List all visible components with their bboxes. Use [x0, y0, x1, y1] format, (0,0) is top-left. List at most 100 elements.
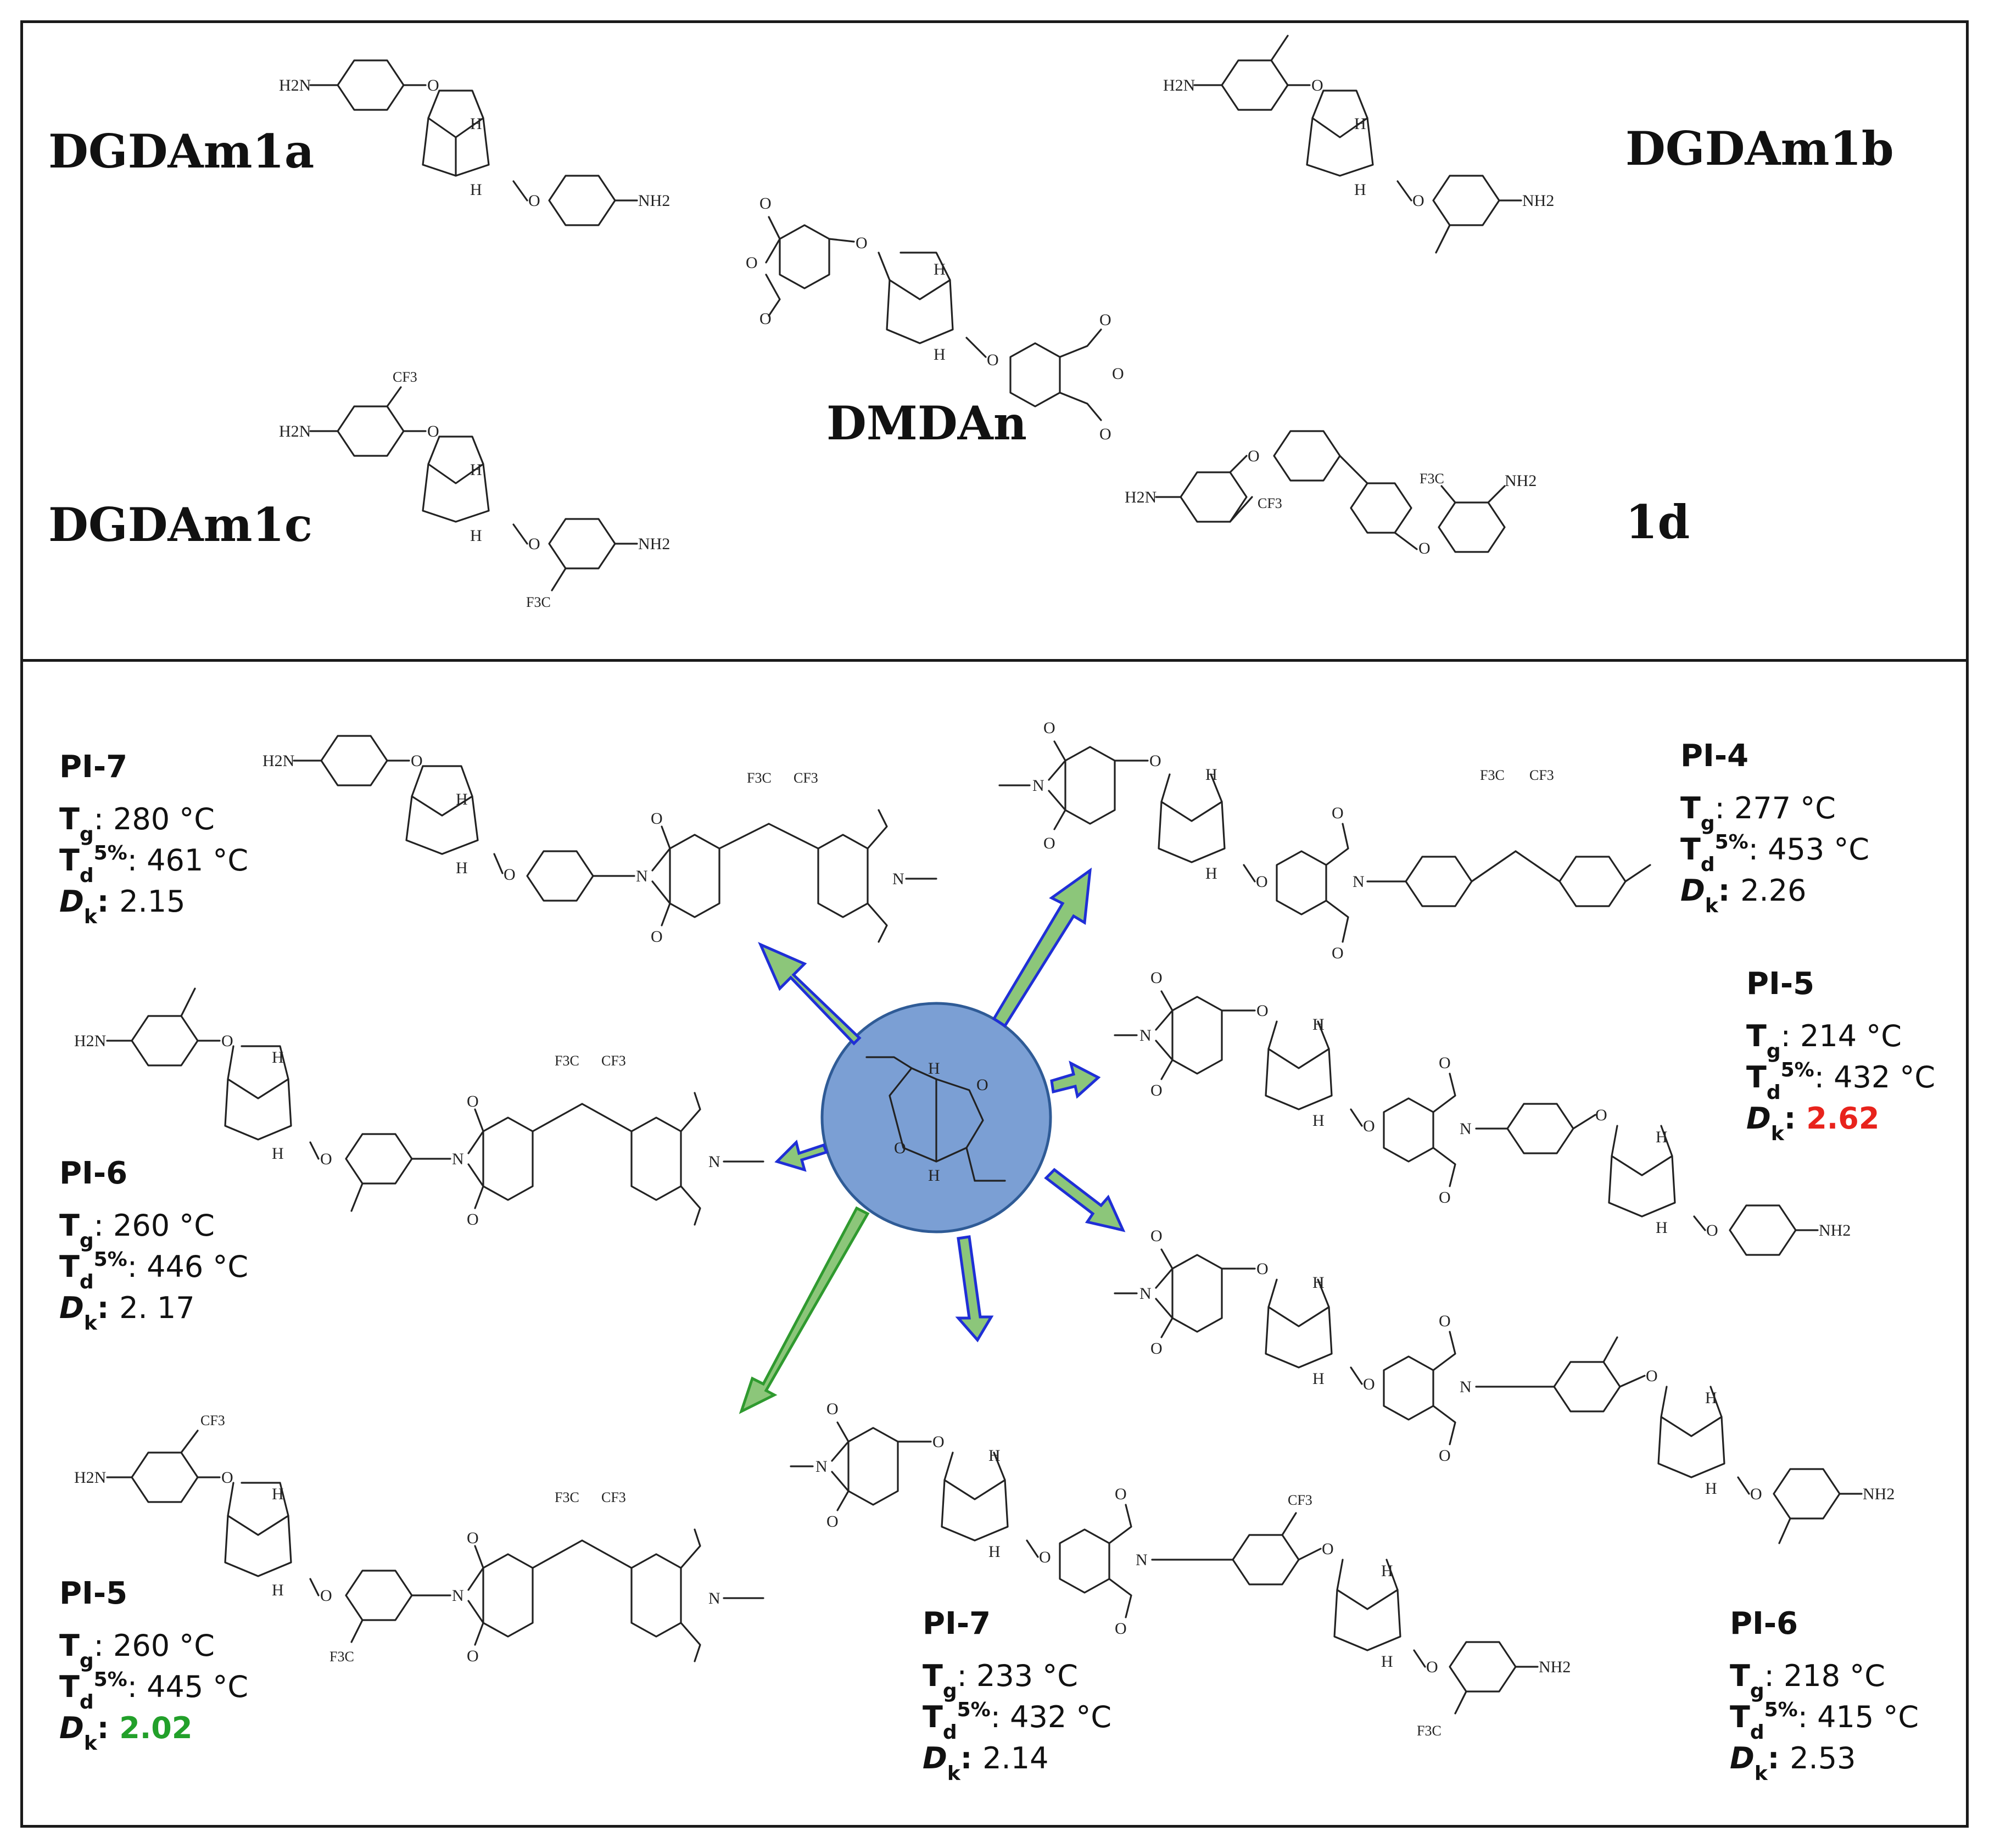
amine-left-label: H2N [262, 752, 294, 770]
ether-o-label: O [1256, 1002, 1269, 1020]
imide-n-label: N [452, 1587, 464, 1605]
carbonyl-o-label: O [1439, 1188, 1451, 1207]
td-superscript: 5% [957, 1699, 991, 1721]
h-label: H [272, 1485, 284, 1503]
h-label: H [456, 790, 468, 808]
h-label: H [1354, 181, 1366, 199]
h-label: H [272, 1581, 284, 1599]
h-label: H [1656, 1128, 1668, 1146]
dk-line: Dk: 2.53 [1730, 1741, 1856, 1785]
imide-n-label: N [708, 1153, 720, 1171]
tg-line: Tg: 260 °C [59, 1628, 215, 1672]
dk-separator: : [97, 884, 119, 919]
dk-subscript: k [947, 1762, 961, 1785]
h-label: H [456, 859, 468, 877]
tg-value: : 260 °C [94, 1208, 215, 1243]
structure-pi7b: O N O O H H O O O N CF3 O [790, 1400, 1571, 1739]
cf3-label: CF3 [1288, 1492, 1312, 1508]
dk-separator: : [97, 1711, 119, 1745]
td-line: Td5%: 432 °C [1746, 1059, 1935, 1104]
dk-subscript: k [1755, 1762, 1768, 1785]
imide-n-label: N [708, 1589, 720, 1607]
amine-left-label: H2N [1125, 488, 1156, 506]
carbonyl-o-label: O [1043, 719, 1055, 737]
td-value: : 453 °C [1748, 832, 1869, 867]
polyimide-name: PI-7 [59, 749, 127, 785]
arrow-to-pi6a [774, 1140, 829, 1172]
carbonyl-o-label: O [1115, 1485, 1127, 1503]
structure-pi6b: O N O O H H O O O N O [1114, 1227, 1895, 1544]
f3c-label: F3C [329, 1649, 354, 1665]
td-line: Td5%: 432 °C [923, 1699, 1111, 1744]
td-subscript: d [80, 1691, 94, 1713]
arrow-to-pi6b [1044, 1168, 1126, 1232]
amine-left-label: H2N [74, 1032, 106, 1050]
td-line: Td5%: 446 °C [59, 1248, 248, 1293]
h-label: H [470, 181, 482, 199]
arrow-to-pi5a [739, 1206, 870, 1414]
dk-separator: : [960, 1741, 982, 1776]
structure-pi4: O N O O H H O O O N F3C CF3 [998, 719, 1651, 962]
dk-line: Dk: 2.26 [1680, 873, 1806, 917]
h-label: H [1312, 1274, 1325, 1292]
polyimide-name: PI-6 [59, 1155, 127, 1191]
ether-o-label: O [320, 1150, 332, 1168]
ether-o-label: O [1750, 1485, 1762, 1503]
carbonyl-o-label: O [467, 1529, 479, 1547]
arrow-to-pi5b [1050, 1060, 1101, 1099]
cf3-label: CF3 [393, 369, 417, 385]
ether-o-label: O [1646, 1367, 1658, 1385]
ether-o-label: O [528, 535, 540, 553]
carbonyl-o-label: O [1115, 1620, 1127, 1638]
carbonyl-o-label: O [1332, 804, 1344, 822]
ether-o-label: O [1256, 873, 1268, 891]
imide-n-label: N [1139, 1285, 1152, 1303]
td-superscript: 5% [1715, 831, 1748, 853]
monomer-label-dgdam1b: DGDAm1b [1625, 121, 1894, 176]
ether-o-label: O [1311, 76, 1323, 94]
ether-o-label: O [1363, 1375, 1375, 1393]
carbonyl-o-label: O [1150, 1081, 1163, 1099]
dk-symbol: D [1730, 1741, 1755, 1776]
structure-dgdam1c: CF3 H2N O H H O F3C NH2 [279, 369, 670, 610]
tg-symbol: T [1746, 1019, 1767, 1053]
ether-o-label: O [856, 234, 868, 252]
dk-value: 2.26 [1740, 873, 1806, 908]
h-label: H [470, 115, 482, 133]
h-label: H [988, 1543, 1001, 1561]
dk-symbol: D [59, 1291, 84, 1325]
carbonyl-o-label: O [1439, 1054, 1451, 1072]
h-label: H [1705, 1479, 1717, 1498]
td-subscript: d [80, 864, 94, 887]
f3c-label: F3C [1417, 1723, 1442, 1739]
cf3-label: CF3 [601, 1053, 626, 1069]
structure-1d: H2N CF3 O O F3C NH2 [1125, 430, 1537, 557]
td-subscript: d [1750, 1721, 1764, 1744]
tg-line: Tg: 260 °C [59, 1208, 215, 1252]
tg-line: Tg: 277 °C [1680, 791, 1836, 835]
h-label: H [934, 345, 946, 364]
arrow-to-pi7b [955, 1235, 994, 1343]
tg-line: Tg: 214 °C [1746, 1019, 1902, 1063]
amine-label: NH2 [1522, 192, 1554, 210]
tg-line: Tg: 233 °C [923, 1659, 1078, 1702]
monomer-panel [20, 20, 1969, 663]
td-value: : 432 °C [1814, 1060, 1935, 1095]
tg-symbol: T [923, 1659, 943, 1693]
ether-o-label: O [1256, 1260, 1269, 1278]
h-label: H [1381, 1652, 1393, 1671]
arrow-to-pi7a [758, 942, 862, 1046]
monomer-label-1d: 1d [1625, 495, 1690, 549]
h-label: H [272, 1144, 284, 1163]
ether-o-label: O [427, 422, 439, 440]
td-subscript: d [943, 1721, 957, 1744]
dk-subscript: k [84, 906, 98, 928]
imide-n-label: N [1032, 777, 1044, 795]
structure-dgdam1b: H2N O H H O NH2 [1163, 35, 1554, 254]
arrows [739, 867, 1126, 1414]
dk-value: 2. 17 [119, 1291, 194, 1325]
h-label: H [470, 527, 482, 545]
